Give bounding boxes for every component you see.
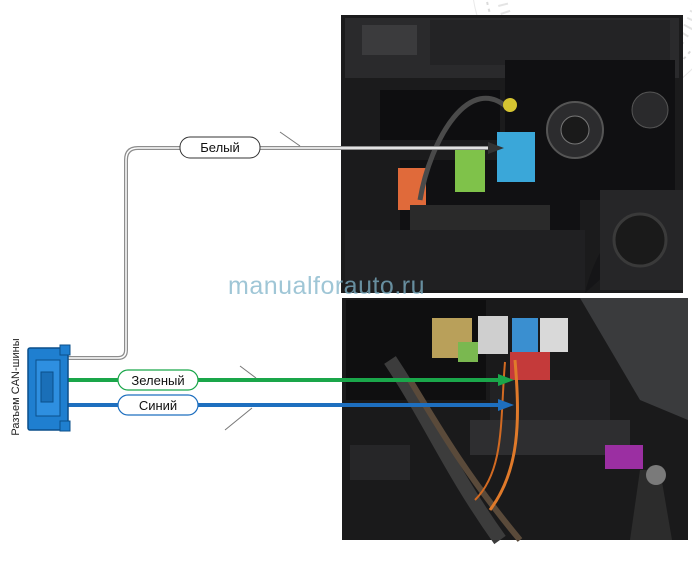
watermark: manualforauto.ru <box>228 272 426 300</box>
green-wire-label: Зеленый <box>117 369 199 391</box>
blue-wire-label: Синий <box>117 394 199 416</box>
white-wire-tick <box>279 131 301 147</box>
white-wire-label-text: Белый <box>200 140 240 155</box>
wiring-connectors-photo <box>342 298 688 545</box>
white-wire <box>68 142 504 360</box>
blue-wire-label-text: Синий <box>139 398 177 413</box>
green-wire-tick <box>239 365 257 379</box>
can-connector-icon <box>27 344 71 432</box>
dashboard-fuse-photo <box>341 15 683 293</box>
blue-wire-tick <box>224 407 253 431</box>
can-connector-label: Разъем CAN-шины <box>10 338 22 436</box>
green-wire-label-text: Зеленый <box>131 373 184 388</box>
white-wire-label: Белый <box>179 136 261 159</box>
